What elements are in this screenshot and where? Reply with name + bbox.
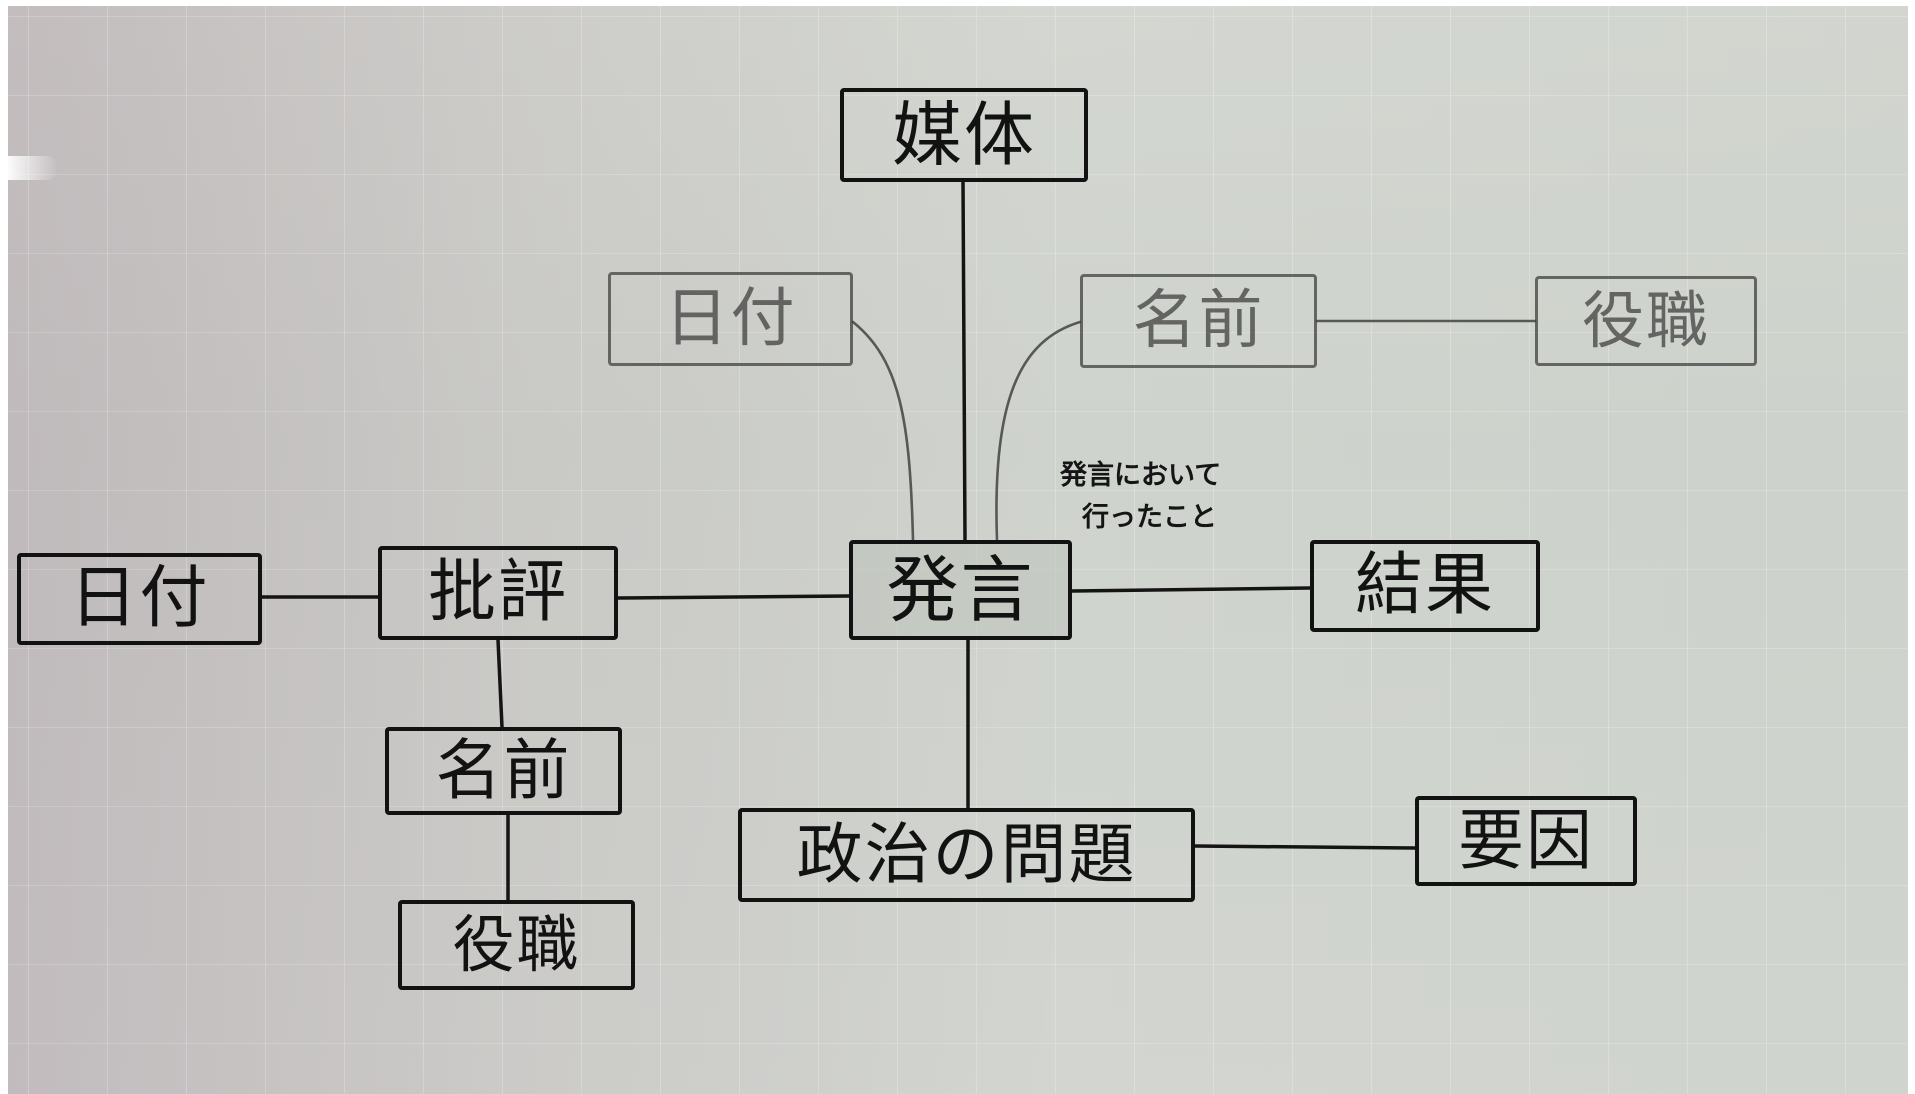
note-line-1: 発言において [1060,460,1222,491]
edge-hatsugen-hihyou [616,594,851,600]
handwritten-note: 発言において 行ったこと [1060,455,1300,539]
node-hihyou: 批評 [378,546,618,640]
node-hatsugen-namae: 名前 [1080,274,1317,368]
node-hihyou-yakushoku: 役職 [398,900,635,990]
edge-baitai-hatsugen [961,178,967,542]
node-hatsugen: 発言 [849,540,1072,640]
node-hatsugen-yakushoku: 役職 [1535,276,1757,366]
edge-namae-hatsugen [995,320,1082,542]
edge-hihyou-namae [496,638,504,729]
light-glare [8,156,58,180]
node-youin: 要因 [1415,796,1637,886]
node-hihyou-hizuke: 日付 [17,553,262,645]
note-line-2: 行ったこと [1082,502,1217,533]
edge-seiji-youin [1193,844,1417,850]
node-baitai: 媒体 [840,88,1088,182]
node-hihyou-namae: 名前 [385,727,622,815]
node-seiji-no-mondai: 政治の問題 [738,808,1195,902]
edge-hizuke-hatsugen [851,320,915,542]
edge-hatsugen-kekka [1070,586,1312,593]
node-kekka: 結果 [1310,540,1540,632]
node-hatsugen-hizuke: 日付 [608,272,853,366]
